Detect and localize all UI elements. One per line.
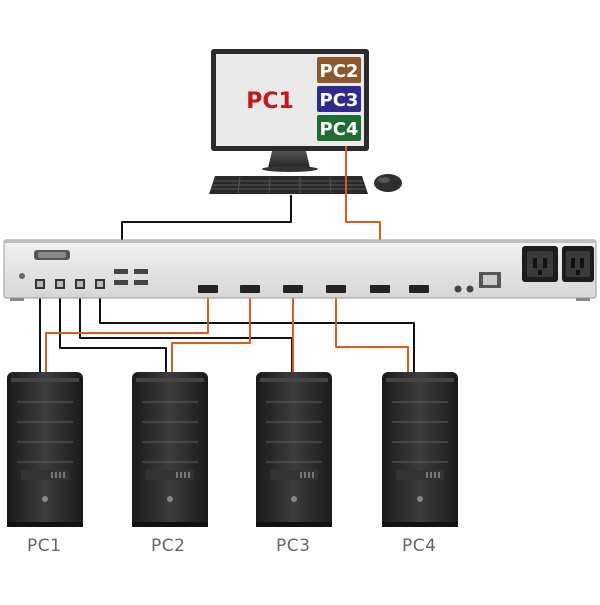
usb-b-ports (35, 279, 105, 289)
pc-tower-3 (255, 371, 333, 528)
monitor-overlay-2 (317, 57, 361, 83)
power-inlets (522, 246, 594, 282)
serial-port (34, 250, 70, 260)
video-cable-pc2 (171, 293, 251, 372)
keyboard (209, 176, 368, 194)
monitor-overlay-3 (317, 86, 361, 112)
monitor-overlay-4 (317, 115, 361, 141)
usb-cable-pc2 (59, 290, 167, 372)
video-cable-pc4 (335, 293, 409, 372)
ground-screw (19, 273, 25, 279)
usb-cable-pc3 (79, 290, 293, 372)
rj45-port (479, 272, 501, 288)
pc-label-3: PC3 (276, 536, 311, 556)
monitor-overlay-label-4: PC4 (320, 119, 359, 140)
pc-label-4: PC4 (402, 536, 437, 556)
pc-tower-4 (381, 371, 459, 528)
console-usb-ports (114, 269, 148, 285)
monitor-stand (268, 151, 310, 168)
kvm-switch (3, 239, 597, 301)
audio-jacks (454, 285, 474, 293)
pc-tower-2 (131, 371, 209, 528)
monitor-main-label: PC1 (246, 89, 294, 114)
pc-label-1: PC1 (27, 536, 62, 556)
video-cable-pc1 (45, 293, 209, 372)
pc-label-2: PC2 (151, 536, 186, 556)
displayport-inputs (198, 285, 346, 293)
displayport-outputs (370, 285, 429, 293)
monitor-overlay-label-2: PC2 (320, 61, 359, 82)
monitor-overlay-label-3: PC3 (320, 90, 359, 111)
usb-cable-pc4 (99, 290, 415, 372)
mouse (374, 174, 402, 192)
pc-tower-1 (6, 371, 84, 528)
